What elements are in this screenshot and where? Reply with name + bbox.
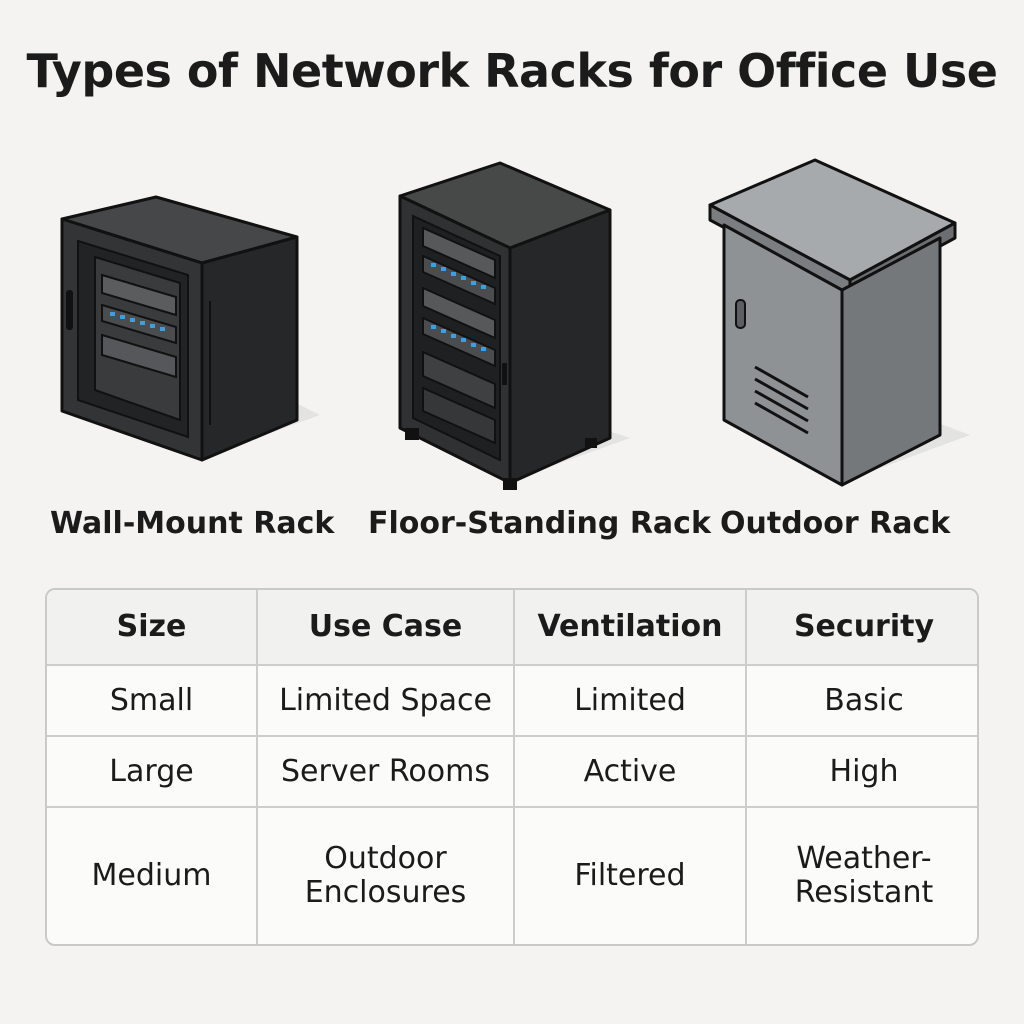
table-cell: Server Rooms [256,735,515,809]
table-cell: Limited [513,663,747,738]
rack-comparison-table: Size Use Case Ventilation Security Small… [45,588,979,946]
floor-standing-rack-icon [398,161,630,490]
table-row: Small Limited Space Limited Basic [47,663,977,738]
rack-label-floor-standing: Floor-Standing Rack [368,506,711,541]
table-cell: Limited Space [256,663,515,738]
column-header-security: Security [745,590,977,666]
table-cell: Weather-Resistant [745,806,977,944]
rack-label-outdoor: Outdoor Rack [720,506,951,541]
table-cell: Basic [745,663,977,738]
outdoor-rack-icon [708,158,970,487]
column-header-size: Size [47,590,258,666]
table-cell: Filtered [513,806,747,944]
column-header-ventilation: Ventilation [513,590,747,666]
table-cell: Large [47,735,258,809]
table-header-row: Size Use Case Ventilation Security [47,590,977,666]
table-cell: Medium [47,806,258,944]
table-row: Large Server Rooms Active High [47,735,977,809]
table-cell: High [745,735,977,809]
rack-label-wall-mount: Wall-Mount Rack [50,506,335,541]
page-title: Types of Network Racks for Office Use [26,44,998,98]
wall-mount-rack-icon [60,195,320,462]
table-cell: Outdoor Enclosures [256,806,515,944]
table-row: Medium Outdoor Enclosures Filtered Weath… [47,806,977,944]
column-header-use-case: Use Case [256,590,515,666]
table-cell: Active [513,735,747,809]
table-cell: Small [47,663,258,738]
